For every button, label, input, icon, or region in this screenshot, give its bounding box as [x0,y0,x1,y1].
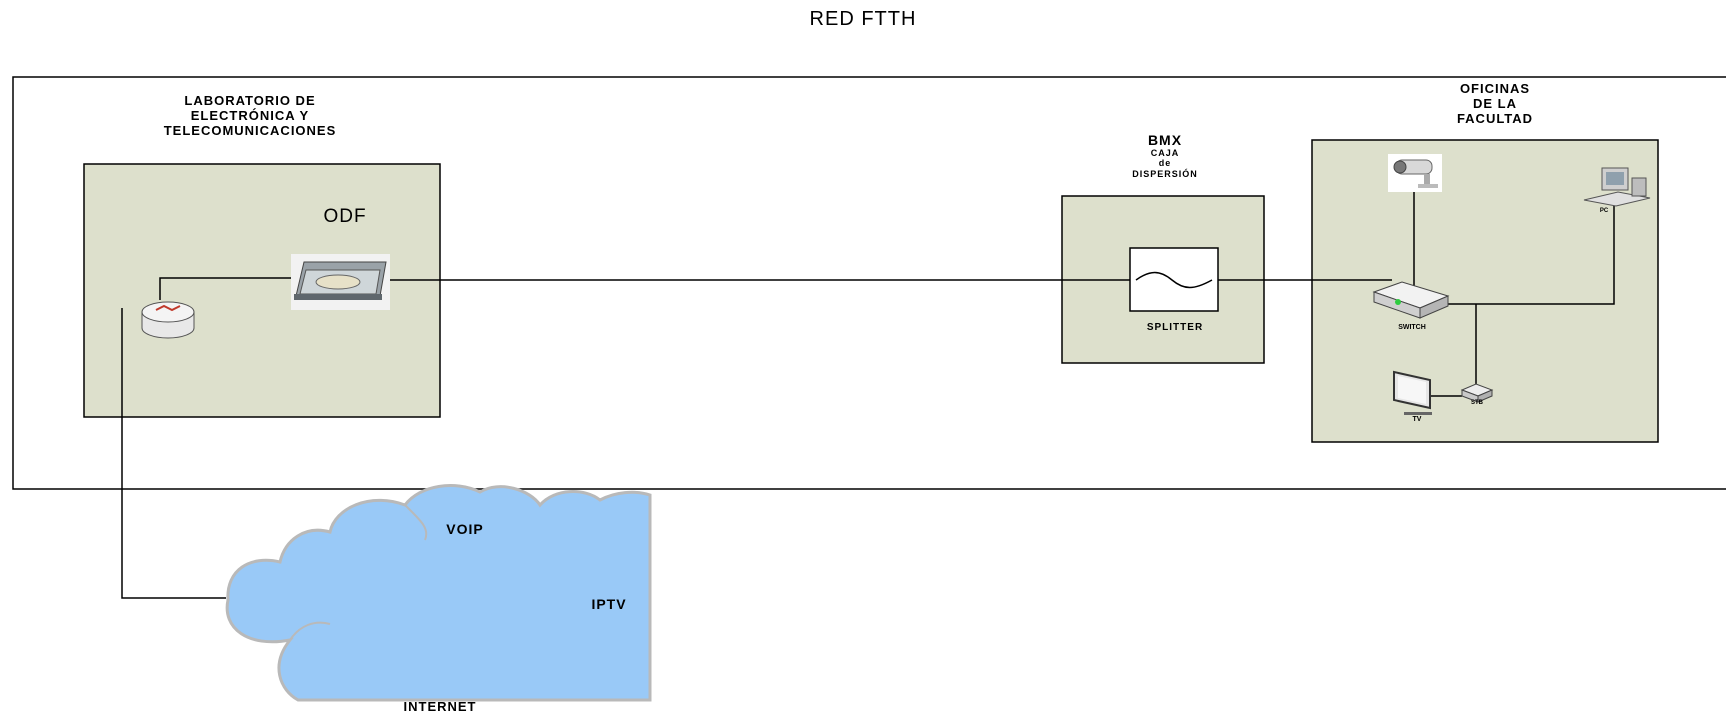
lab-title-line-3: TELECOMUNICACIONES [163,122,337,138]
network-switch-icon [1372,281,1450,319]
offices-title-line-3: FACULTAD [1456,110,1534,126]
bmx-title: BMX CAJA de DISPERSIÓN [1100,132,1230,179]
pc-label: PC [1599,208,1609,214]
internet-label: INTERNET [403,699,477,714]
tv-label: TV [1412,416,1422,423]
olt-odf-link [159,277,292,300]
odf-patch-panel-icon [291,254,390,310]
pc-workstation-icon [1583,167,1651,207]
offices-title: OFICINAS DE LA FACULTAD [1440,81,1550,127]
bmx-subtitle-line-3: DISPERSIÓN [1132,168,1198,179]
offices-title-line-1: OFICINAS [1459,81,1531,96]
iptv-label: IPTV [591,596,627,612]
olt-router-icon [141,301,195,339]
stb-label: STB [1471,400,1483,406]
bmx-title-line: BMX [1147,132,1183,148]
security-camera-icon [1388,154,1442,192]
odf-label: ODF [323,206,367,227]
diagram-title: RED FTTH [809,8,917,30]
olt-internet-link [121,308,226,599]
splitter-label: SPLITTER [1146,322,1204,333]
lab-title-line-2: ELECTRÓNICA Y [190,107,310,123]
tv-icon [1393,370,1432,415]
lab-title: LABORATORIO DE ELECTRÓNICA Y TELECOMUNIC… [110,93,390,139]
set-top-box-icon [1460,383,1494,403]
splitter-icon [1129,247,1219,312]
offices-title-line-2: DE LA [1473,95,1517,111]
connections [121,190,1615,599]
bmx-subtitle-line-1: CAJA [1150,148,1180,159]
switch-pc-link [1440,200,1615,305]
lab-title-line-1: LABORATORIO DE [184,93,316,108]
internet-cloud [225,484,652,702]
bmx-subtitle-line-2: de [1158,158,1172,169]
building-frame [12,76,1726,490]
voip-label: VOIP [446,521,484,537]
switch-label: SWITCH [1398,324,1426,331]
